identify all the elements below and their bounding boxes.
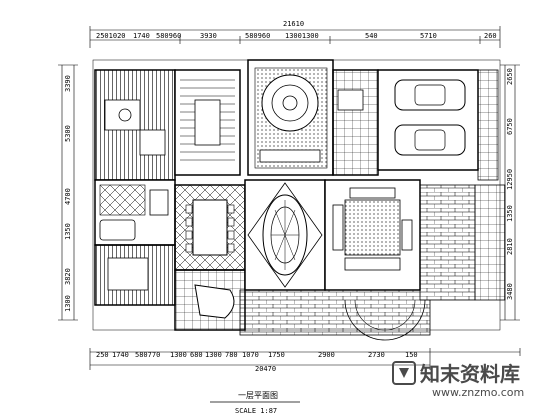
top-dim-1: 1740 xyxy=(133,32,150,40)
bathtub xyxy=(99,219,136,241)
bottom-dim-4: 680 xyxy=(190,351,203,359)
bottom-dim-0: 250 xyxy=(96,351,109,359)
garage-forecourt xyxy=(477,69,499,181)
right-dim-1: 6750 xyxy=(506,118,514,135)
sofa-left xyxy=(332,204,344,251)
watermark-logo-box xyxy=(392,361,416,385)
bottom-dim-6: 780 xyxy=(225,351,238,359)
left-bedroom-furniture-2 xyxy=(139,129,166,156)
plan-title: 一层平面图 xyxy=(238,391,278,400)
bottom-dim-7: 1070 xyxy=(242,351,259,359)
toilet-area xyxy=(149,189,169,216)
left-dim-0: 3390 xyxy=(64,75,72,92)
bathroom-tiles xyxy=(99,184,146,216)
round-dining-table xyxy=(261,74,319,132)
watermark-url: www.znzmo.com xyxy=(432,386,524,399)
rect-dining-table xyxy=(192,199,228,256)
bottom-dim-2: 580770 xyxy=(135,351,160,359)
top-dim-8: 260 xyxy=(484,32,497,40)
top-dim-2: 580960 xyxy=(156,32,181,40)
top-dim-7: 5710 xyxy=(420,32,437,40)
living-rug xyxy=(344,199,401,256)
medallion-rays xyxy=(271,200,299,270)
left-dim-1: 5300 xyxy=(64,125,72,142)
top-dim-4: 580960 xyxy=(245,32,270,40)
bottom-dim-8: 1750 xyxy=(268,351,285,359)
left-dimension-texts: 3390 5300 4700 3820 1350 1300 xyxy=(64,75,72,312)
brick-paving-east xyxy=(419,184,476,301)
right-dim-3: 1350 xyxy=(506,205,514,222)
grand-piano xyxy=(194,284,235,319)
left-dimension-lines xyxy=(58,64,78,321)
right-dim-2: 12950 xyxy=(506,169,514,190)
car-2-cabin xyxy=(414,129,446,151)
car-1 xyxy=(394,79,466,111)
left-dim-2: 4700 xyxy=(64,188,72,205)
left-dim-4: 1350 xyxy=(64,223,72,240)
top-dim-6: 540 xyxy=(365,32,378,40)
left-bedroom-furniture xyxy=(104,99,141,131)
overall-bottom-dimension: 20470 xyxy=(255,365,276,373)
right-dim-5: 3480 xyxy=(506,283,514,300)
right-dimension-texts: 2650 6750 12950 1350 2810 3480 xyxy=(506,68,514,300)
right-dim-4: 2810 xyxy=(506,238,514,255)
top-dimension-lines xyxy=(89,26,501,48)
car-1-cabin xyxy=(414,84,446,106)
lower-bed xyxy=(107,257,149,291)
kitchen-counter xyxy=(337,89,364,111)
car-2 xyxy=(394,124,466,156)
bottom-dim-9: 2900 xyxy=(318,351,335,359)
plan-scale: SCALE 1:87 xyxy=(235,407,277,415)
left-bedroom-chair xyxy=(118,108,132,122)
stair-landing xyxy=(194,99,221,146)
exterior-wall-outline xyxy=(92,59,501,331)
terrace-right xyxy=(474,184,506,301)
left-dim-5: 1300 xyxy=(64,295,72,312)
bottom-dim-1: 1740 xyxy=(112,351,129,359)
bottom-dim-3: 1300 xyxy=(170,351,187,359)
right-dim-0: 2650 xyxy=(506,68,514,85)
kitchen xyxy=(332,69,379,176)
foyer-diamond xyxy=(247,182,323,288)
bottom-dim-5: 1300 xyxy=(205,351,222,359)
armchairs xyxy=(349,187,396,199)
bottom-dim-11: 150 xyxy=(405,351,418,359)
top-dim-5: 13001300 xyxy=(285,32,319,40)
round-table-inner xyxy=(271,84,309,122)
sofa-right xyxy=(401,219,413,251)
dining-chairs xyxy=(185,204,235,253)
lazy-susan xyxy=(282,95,298,111)
top-dim-0: 2501020 xyxy=(96,32,126,40)
watermark-logo-mark xyxy=(399,368,409,378)
dining-sideboard xyxy=(259,149,321,163)
brick-paving-south xyxy=(239,289,431,336)
watermark-brand: 知末资料库 xyxy=(420,362,520,386)
bottom-dimension-lines xyxy=(89,348,521,370)
entry-arc xyxy=(344,299,426,341)
sofa-bottom xyxy=(344,257,401,271)
left-dim-3: 3820 xyxy=(64,268,72,285)
bottom-dim-10: 2730 xyxy=(368,351,385,359)
top-dim-3: 3930 xyxy=(200,32,217,40)
overall-top-dimension: 21610 xyxy=(283,20,304,28)
